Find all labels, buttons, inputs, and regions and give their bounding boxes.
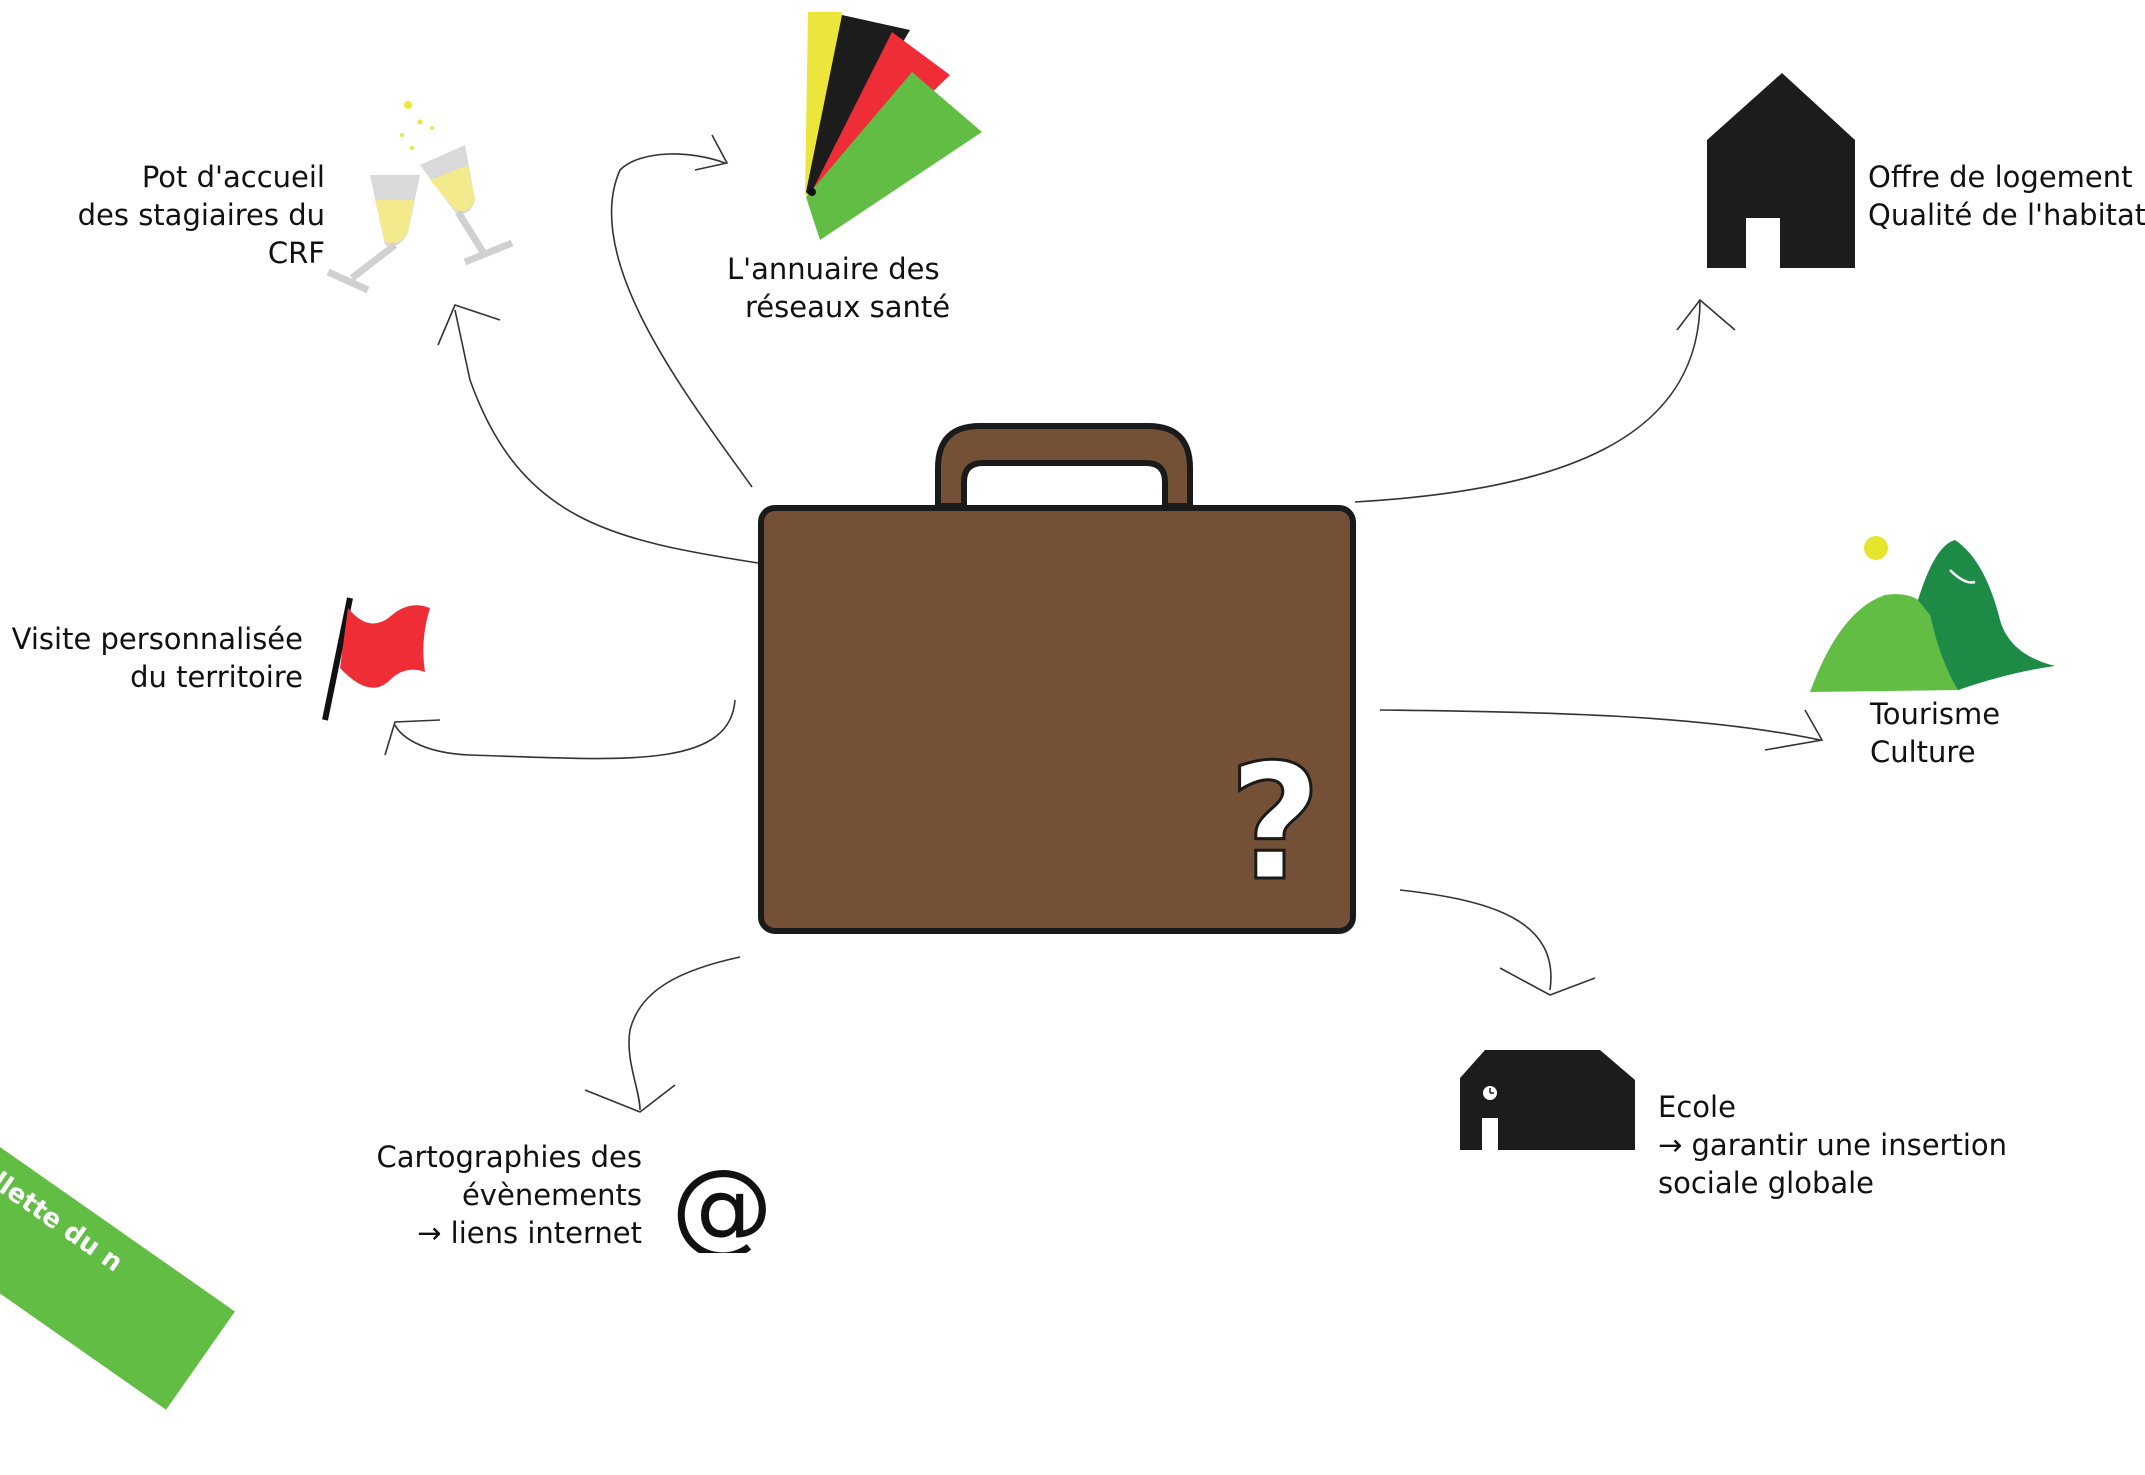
red-flag-icon xyxy=(325,598,430,720)
arrow-to-directory-head xyxy=(695,135,727,170)
house-icon xyxy=(1707,73,1855,268)
arrow-to-tourism-head xyxy=(1765,710,1822,750)
arrow-to-school-head xyxy=(1500,968,1595,995)
arrow-to-maps xyxy=(629,957,740,1110)
arrow-to-reception xyxy=(455,310,758,563)
arrow-to-housing xyxy=(1355,300,1700,502)
label-tourism: Tourisme Culture xyxy=(1870,695,2000,771)
question-mark: ? xyxy=(1229,729,1322,916)
label-reception: Pot d'accueil des stagiaires du CRF xyxy=(78,158,325,272)
label-school: Ecole → garantir une insertion sociale g… xyxy=(1658,1088,2007,1202)
color-swatches-icon xyxy=(805,12,982,240)
arrow-to-visit xyxy=(395,700,735,759)
label-directory: L'annuaire des réseaux santé xyxy=(727,250,950,326)
briefcase-icon: ? xyxy=(761,426,1353,931)
label-housing: Offre de logement Qualité de l'habitat xyxy=(1868,158,2145,234)
arrow-to-school xyxy=(1400,890,1551,990)
arrow-to-housing-head xyxy=(1677,300,1735,330)
champagne-glasses-icon xyxy=(328,101,512,290)
at-sign-icon: @ xyxy=(671,1148,773,1253)
label-visit: Visite personnalisée du territoire xyxy=(12,620,303,696)
arrow-to-maps-head xyxy=(585,1085,675,1112)
label-maps: Cartographies des évènements → liens int… xyxy=(376,1138,642,1252)
arrow-to-reception-head xyxy=(438,305,500,345)
school-icon xyxy=(1460,1050,1635,1150)
mountain-icon xyxy=(1810,536,2055,692)
arrow-to-tourism xyxy=(1380,710,1820,740)
